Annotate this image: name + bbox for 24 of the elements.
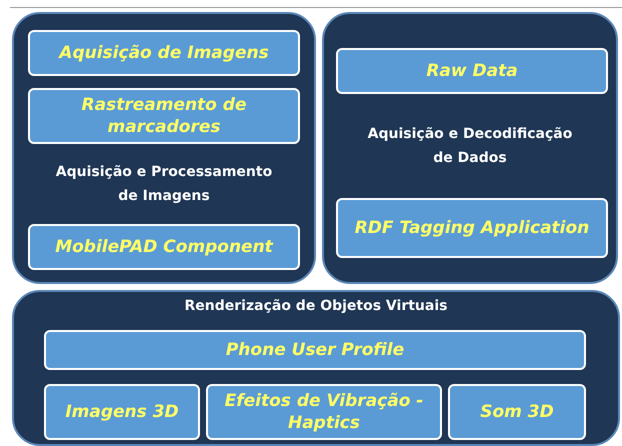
component-box	[44, 384, 200, 440]
component-box	[28, 30, 300, 76]
component-label: Raw Data	[426, 60, 518, 82]
group-panel	[12, 12, 316, 284]
group-title: Renderização de Objetos Virtuais	[184, 297, 448, 316]
group-panel	[322, 12, 618, 284]
component-label: Rastreamento de marcadores	[80, 94, 248, 138]
component-box	[336, 48, 608, 94]
group-title: Aquisição e Processamento de Imagens	[54, 163, 274, 206]
component-label: Imagens 3D	[65, 401, 179, 423]
group-panel	[12, 290, 620, 446]
component-box	[44, 330, 586, 370]
component-box	[336, 198, 608, 258]
component-box	[206, 384, 442, 440]
component-label: Phone User Profile	[226, 339, 404, 361]
component-label: RDF Tagging Application	[354, 217, 590, 239]
component-label: MobilePAD Component	[55, 236, 273, 258]
component-label: Efeitos de Vibração - Haptics	[224, 390, 424, 434]
component-box	[448, 384, 586, 440]
component-box	[28, 88, 300, 144]
group-title: Aquisição e Decodificação de Dados	[366, 125, 574, 168]
component-box	[28, 224, 300, 270]
component-label: Som 3D	[480, 401, 554, 423]
component-label: Aquisição de Imagens	[59, 42, 269, 64]
